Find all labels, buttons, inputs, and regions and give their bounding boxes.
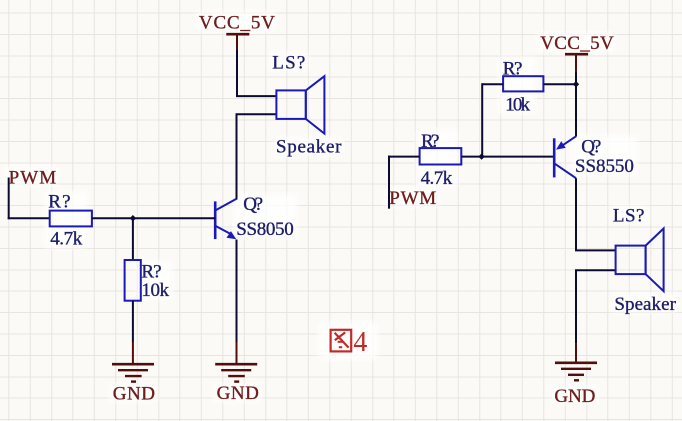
svg-text:SS8050: SS8050 bbox=[236, 219, 294, 240]
svg-text:4.7k: 4.7k bbox=[421, 168, 453, 189]
svg-text:Speaker: Speaker bbox=[276, 137, 342, 158]
svg-text:GND: GND bbox=[113, 383, 155, 404]
svg-text:GND: GND bbox=[554, 386, 595, 407]
svg-text:Speaker: Speaker bbox=[614, 294, 676, 315]
svg-text:Q?: Q? bbox=[243, 194, 263, 215]
svg-text:R?: R? bbox=[141, 262, 161, 283]
svg-text:PWM: PWM bbox=[389, 188, 436, 209]
svg-text:4.7k: 4.7k bbox=[50, 229, 82, 250]
svg-text:R?: R? bbox=[421, 131, 439, 152]
svg-text:GND: GND bbox=[217, 383, 259, 404]
svg-text:LS?: LS? bbox=[272, 52, 305, 73]
svg-text:VCC_5V: VCC_5V bbox=[540, 33, 614, 54]
svg-text:Q?: Q? bbox=[581, 136, 601, 157]
svg-text:10k: 10k bbox=[505, 95, 530, 116]
svg-text:R?: R? bbox=[48, 192, 70, 213]
svg-text:10k: 10k bbox=[141, 280, 169, 301]
svg-text:LS?: LS? bbox=[613, 205, 645, 226]
svg-text:SS8550: SS8550 bbox=[575, 156, 634, 177]
svg-text:VCC_5V: VCC_5V bbox=[199, 12, 275, 33]
svg-text:PWM: PWM bbox=[9, 168, 57, 189]
svg-text:R?: R? bbox=[503, 59, 523, 80]
svg-text:4: 4 bbox=[353, 327, 367, 358]
